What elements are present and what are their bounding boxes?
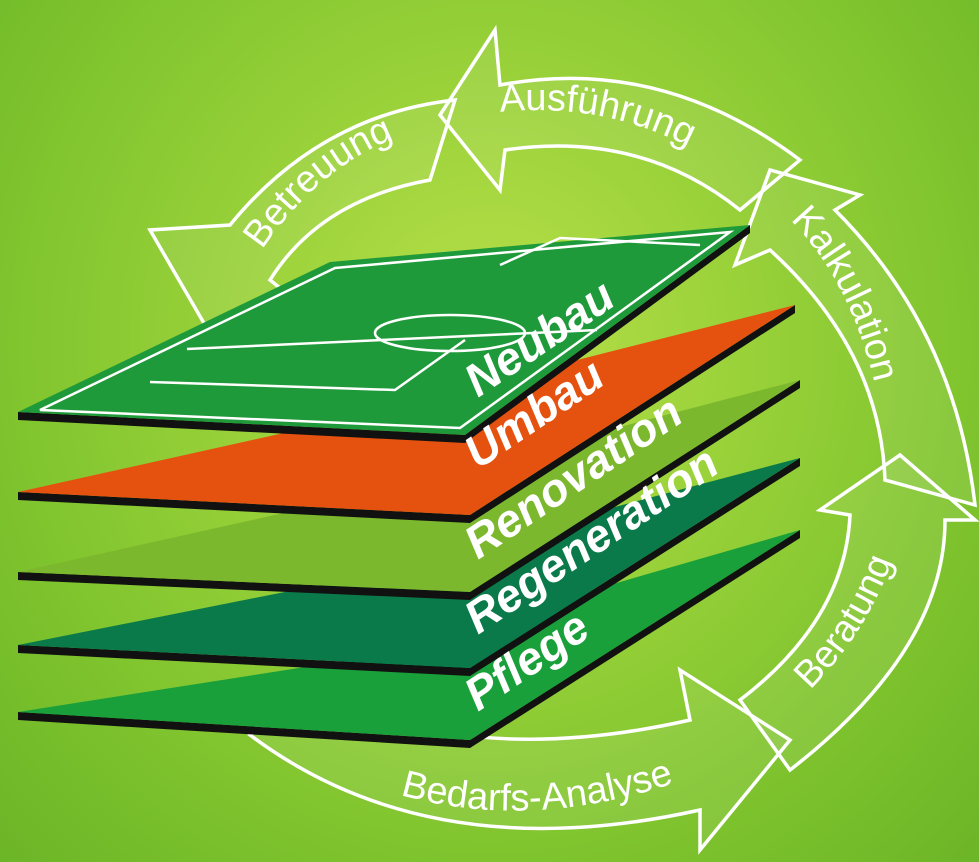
arrow-ausfuehrung <box>437 24 803 213</box>
arrow-kalkulation <box>731 167 978 508</box>
pitch-halfway-line <box>186 328 598 351</box>
pitch-boundary <box>39 230 735 430</box>
arrow-beratung <box>737 452 979 773</box>
layer-regeneration-edge <box>18 458 800 676</box>
pitch-penalty-area-right <box>499 236 701 267</box>
layer-umbau-edge <box>18 305 795 523</box>
pitch-penalty-area-left <box>149 338 466 392</box>
arrow-betreuung <box>147 97 458 328</box>
layer-neubau-edge <box>18 225 750 443</box>
layer-renovation-edge <box>18 380 800 600</box>
pitch-markings <box>39 230 735 430</box>
layer-pflege <box>18 530 800 740</box>
